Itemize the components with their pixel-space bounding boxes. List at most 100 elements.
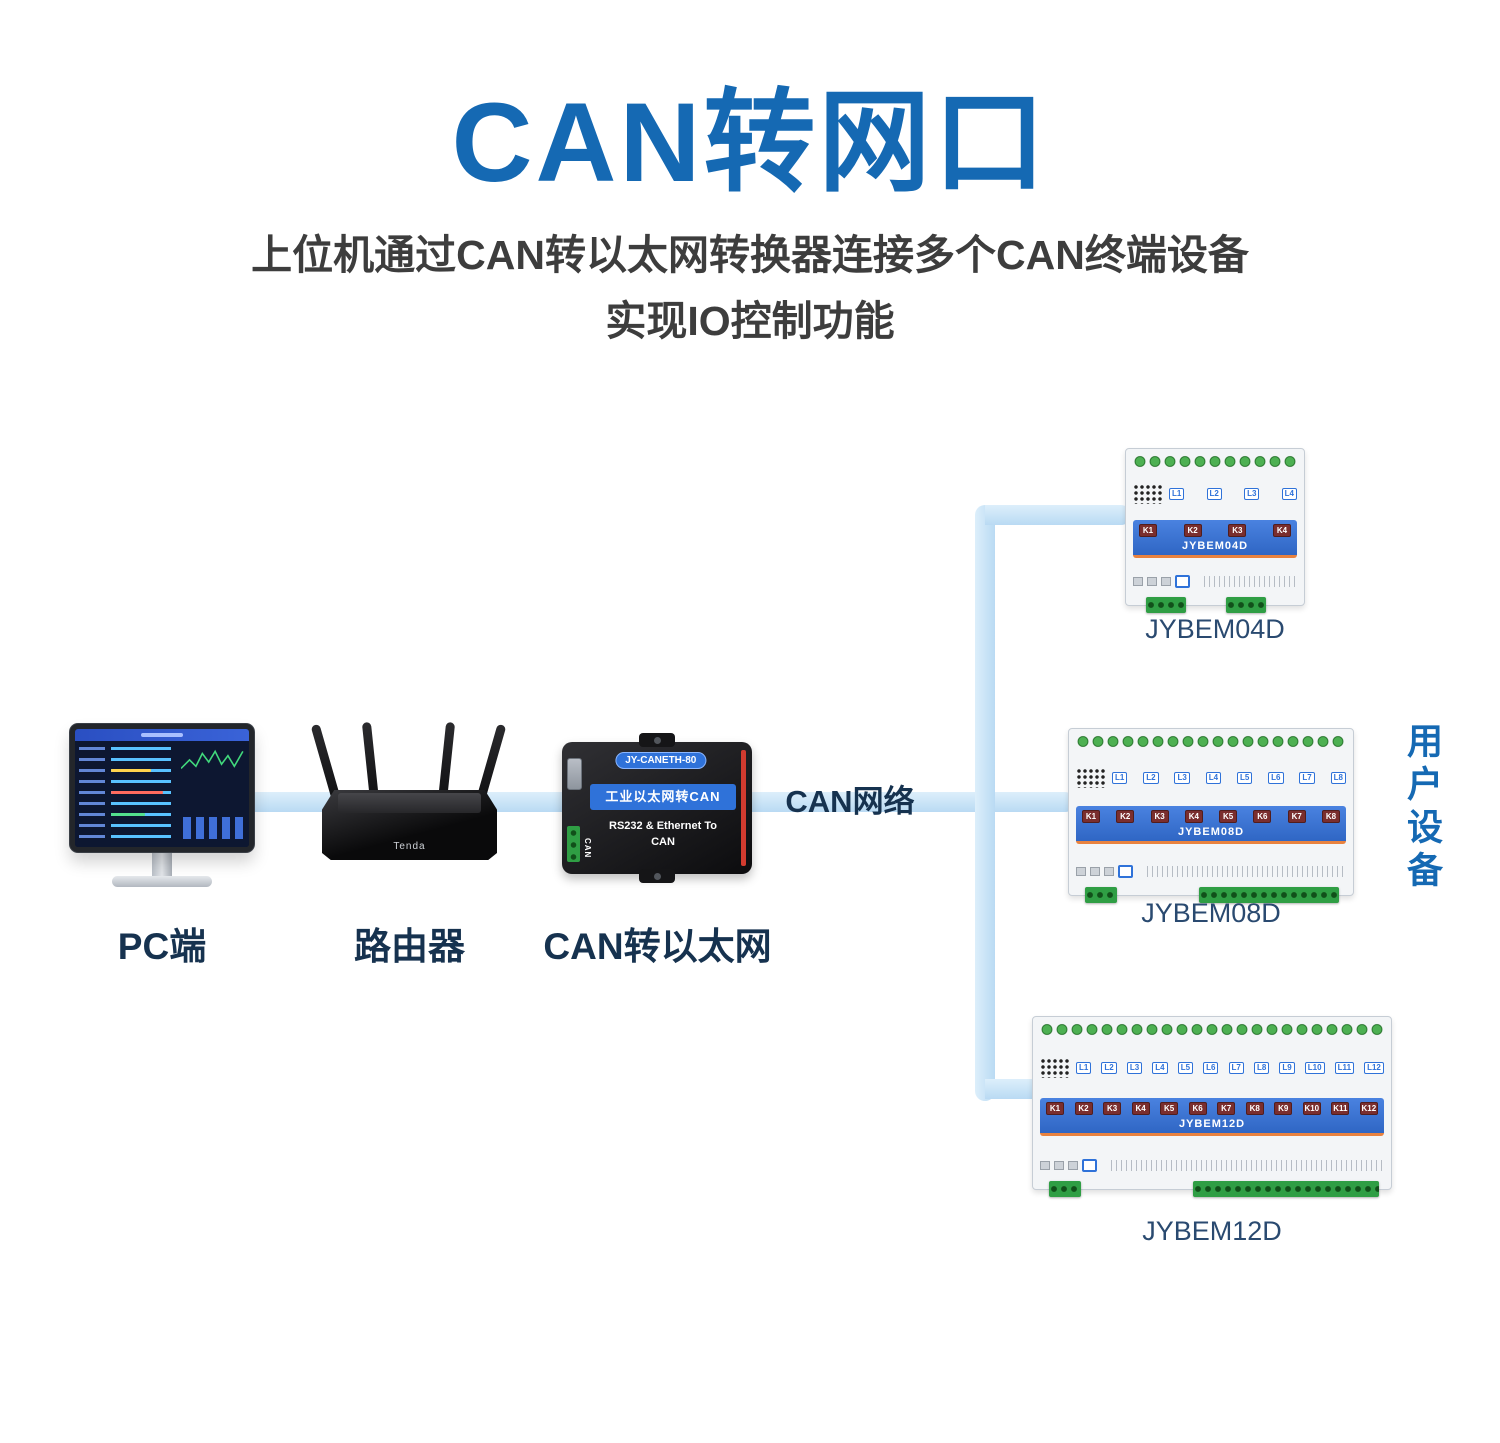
rj45-port: [1118, 865, 1133, 879]
load-label: L2: [1206, 488, 1222, 501]
terminal-block-bottom: [1146, 597, 1186, 613]
mounting-ear-top: [639, 733, 675, 747]
load-label: L12: [1364, 1061, 1384, 1074]
connection-line-stub-bottom: [985, 1079, 1043, 1099]
rj45-port: [1175, 575, 1190, 589]
relay-block: K5: [1160, 1102, 1179, 1116]
load-label: L3: [1174, 771, 1190, 784]
load-label: L4: [1205, 771, 1222, 784]
connector: [1054, 1161, 1064, 1171]
router: Tenda: [310, 721, 507, 862]
terminal-label-ticks: [1204, 576, 1297, 588]
load-label: L9: [1279, 1061, 1295, 1074]
converter-panel-subtitle-2: CAN: [651, 836, 675, 848]
router-antenna: [476, 723, 507, 802]
connector: [1104, 867, 1114, 877]
relay-block: K1: [1082, 810, 1100, 824]
mounting-ear-bottom: [639, 869, 675, 883]
load-label: L7: [1228, 1061, 1244, 1074]
connection-line-stub-top: [985, 505, 1131, 525]
load-label: L5: [1177, 1061, 1194, 1074]
load-label: L1: [1076, 1061, 1092, 1074]
router-antenna: [361, 721, 379, 801]
load-label: L8: [1253, 1061, 1270, 1074]
relay-block: K2: [1116, 810, 1135, 824]
connector: [1161, 577, 1171, 587]
converter-panel-subtitle: RS232 & Ethernet To: [609, 820, 717, 832]
module-caption-jybem12d: JYBEM12D: [1142, 1216, 1282, 1246]
terminal-strip-bottom: [1193, 1181, 1379, 1197]
load-label: L5: [1236, 771, 1253, 784]
relay-block: K5: [1219, 810, 1238, 824]
subtitle-line-1: 上位机通过CAN转以太网转换器连接多个CAN终端设备: [251, 232, 1249, 278]
load-label: L6: [1268, 771, 1284, 784]
db9-serial-connector: [567, 758, 582, 790]
terminal-label-ticks: [1111, 1160, 1384, 1172]
terminal-strip-bottom: [1199, 887, 1339, 903]
rj45-port: [1082, 1159, 1097, 1173]
relay-block: K3: [1103, 1102, 1122, 1116]
relay-block: K6: [1188, 1102, 1207, 1116]
pc-screen: [70, 724, 254, 852]
load-label: L3: [1126, 1061, 1143, 1074]
terminal-row-top: [1076, 734, 1346, 749]
terminal-row-top: [1040, 1022, 1384, 1037]
sparkline-chart-icon: [181, 749, 244, 770]
can-terminal-block: [567, 826, 580, 862]
terminal-label-ticks: [1147, 866, 1346, 878]
load-label: L1: [1169, 488, 1185, 501]
relay-block: K12: [1359, 1102, 1378, 1116]
bar-chart-icon: [183, 817, 243, 839]
load-label: L1: [1112, 771, 1128, 784]
subtitle-line-2: 实现IO控制功能: [605, 298, 895, 345]
relay-block: K8: [1245, 1102, 1264, 1116]
relay-block: K4: [1272, 523, 1291, 537]
dashboard-titlebar: [75, 729, 249, 741]
vent-dot-matrix: [1076, 767, 1106, 788]
converter-model: JY-CANETH-80: [615, 752, 707, 769]
relay-block: K2: [1183, 523, 1202, 537]
module-name: JYBEM08D: [1177, 826, 1245, 839]
relay-block: K7: [1287, 810, 1306, 824]
connector: [1090, 867, 1100, 877]
router-body: Tenda: [322, 790, 497, 860]
load-label: L2: [1143, 771, 1159, 784]
router-antenna: [438, 721, 456, 801]
vent-dot-matrix: [1040, 1057, 1070, 1078]
load-label: L4: [1281, 488, 1297, 501]
can-port-label: CAN: [583, 837, 592, 858]
relay-block: K2: [1074, 1102, 1093, 1116]
converter-panel-title: 工业以太网转CAN: [590, 784, 736, 810]
relay-block: K6: [1253, 810, 1272, 824]
module-name: JYBEM04D: [1181, 539, 1249, 552]
dashboard-row-accent: [111, 813, 145, 816]
pc-monitor: [70, 724, 254, 887]
connector: [1076, 867, 1086, 877]
monitor-stand-base: [112, 876, 212, 887]
relay-block: K11: [1331, 1102, 1350, 1116]
connector: [1040, 1161, 1050, 1171]
converter-label: CAN转以太网: [543, 926, 772, 967]
load-label: L8: [1330, 771, 1346, 784]
connector: [1068, 1161, 1078, 1171]
vent-dot-matrix: [1133, 484, 1163, 505]
relay-block: K8: [1321, 810, 1340, 824]
terminal-block-bottom: [1085, 887, 1117, 903]
connection-line-branch: [975, 505, 995, 1101]
relay-block: K3: [1150, 810, 1169, 824]
pc-screen-content: [75, 729, 249, 847]
load-label: L6: [1203, 1061, 1219, 1074]
can-ethernet-converter: CAN JY-CANETH-80 工业以太网转CAN RS232 & Ether…: [562, 733, 752, 883]
router-antenna: [310, 723, 341, 802]
router-label: 路由器: [354, 926, 465, 967]
connector: [1133, 577, 1143, 587]
module-caption-jybem08d: JYBEM08D: [1141, 898, 1281, 928]
